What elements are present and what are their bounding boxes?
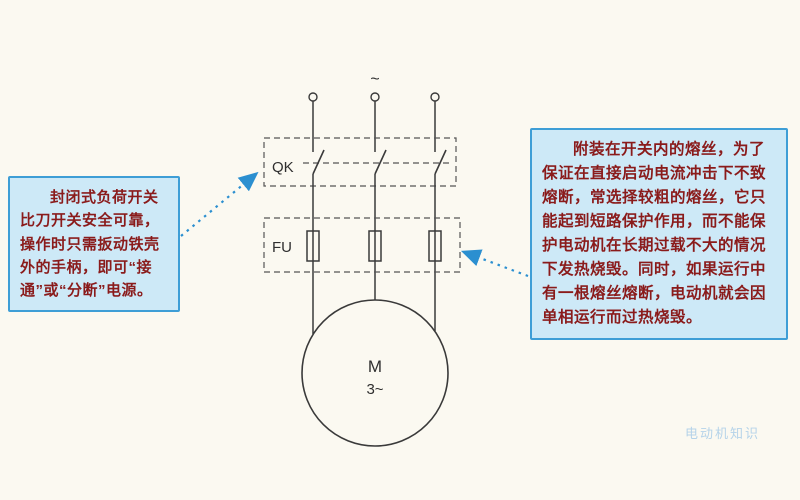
supply-wires (312, 101, 436, 152)
terminal-l2 (370, 92, 380, 102)
left-callout-arrow (180, 171, 259, 237)
switch-blade-3 (434, 149, 447, 175)
fuse-label: FU (272, 239, 292, 256)
switch-box (263, 137, 457, 187)
motor-circle (301, 299, 449, 447)
watermark-text: 电动机知识 (684, 426, 760, 441)
right-callout-text: 附装在开关内的熔丝，为了保证在直接启动电流冲击下不致熔断，常选择较粗的熔丝，它只… (542, 141, 767, 327)
left-callout-text: 封闭式负荷开关比刀开关安全可靠，操作时只需扳动铁壳外的手柄，即可“接通”或“分断… (20, 189, 160, 299)
motor-label: M (368, 357, 382, 376)
switch-blade-2 (374, 149, 387, 175)
right-callout: 附装在开关内的熔丝，为了保证在直接启动电流冲击下不致熔断，常选择较粗的熔丝，它只… (530, 128, 788, 341)
terminal-l3 (430, 92, 440, 102)
fuse-through-wires (312, 231, 436, 261)
supply-symbol: ~ (370, 71, 379, 88)
fuse-box (263, 217, 461, 273)
right-callout-arrow (460, 249, 529, 278)
terminal-l1 (308, 92, 318, 102)
motor-phase-label: 3~ (366, 381, 383, 398)
switch-blade-1 (312, 149, 325, 175)
left-callout: 封闭式负荷开关比刀开关安全可靠，操作时只需扳动铁壳外的手柄，即可“接通”或“分断… (8, 176, 180, 313)
switch-label: QK (272, 159, 294, 176)
